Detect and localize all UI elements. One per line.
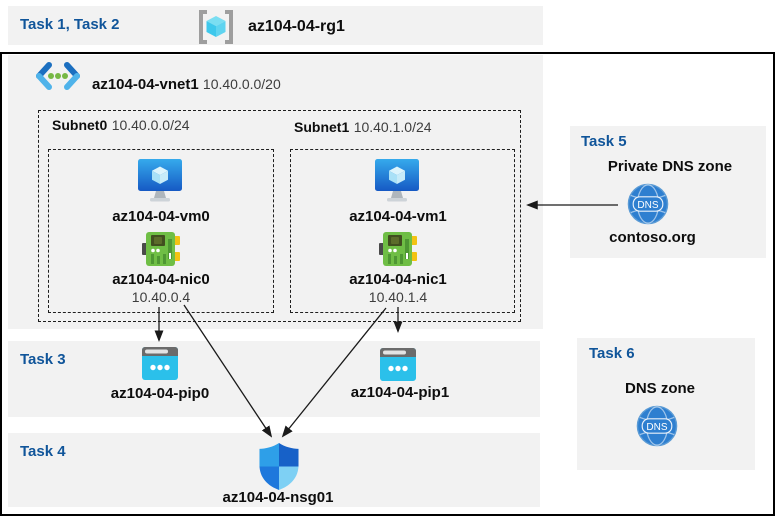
pip0-icon [142,347,178,380]
nic0-icon [142,232,180,266]
header-task-label: Task 1, Task 2 [20,16,120,33]
subnet1-box [290,149,515,313]
nsg-icon [259,443,299,490]
subnet1-cidr: 10.40.1.0/24 [353,119,432,135]
pip1-label: az104-04-pip1 [350,384,450,401]
vm1-label: az104-04-vm1 [349,208,447,225]
pip1-icon [380,348,416,381]
nic1-ip: 10.40.1.4 [368,289,428,305]
dns-zone-title: DNS zone [624,380,695,397]
task6-label: Task 6 [589,345,635,362]
svg-text:DNS: DNS [637,200,658,211]
nic0-ip: 10.40.0.4 [131,289,191,305]
diagram-frame [0,52,775,516]
task4-label: Task 4 [20,443,66,460]
private-dns-icon: DNS [627,183,669,225]
subnet0-name: Subnet0 [52,117,108,133]
task5-label: Task 5 [581,133,627,150]
pip0-label: az104-04-pip0 [110,385,210,402]
task3-label: Task 3 [20,351,66,368]
subnet0-cidr: 10.40.0.0/24 [111,117,190,133]
vnet-cidr: 10.40.0.0/20 [202,76,281,92]
subnet1-name: Subnet1 [294,119,350,135]
vm0-label: az104-04-vm0 [112,208,210,225]
header-band [8,6,543,45]
nic0-label: az104-04-nic0 [112,271,210,288]
task6-box [577,338,755,470]
nic1-icon [379,232,417,266]
subnet-group-box [38,110,521,322]
vnet-region [8,55,543,329]
subnet0-box [48,149,274,313]
private-dns-zone-name: contoso.org [609,229,696,246]
svg-text:DNS: DNS [646,422,667,433]
task3-band [8,341,540,417]
nsg-label: az104-04-nsg01 [222,489,334,506]
virtual-network-icon [36,62,80,90]
dns-zone-icon: DNS [636,405,678,447]
vm1-icon [375,159,419,202]
task5-box [570,126,766,258]
nic1-label: az104-04-nic1 [349,271,447,288]
resource-group-icon [199,10,233,44]
resource-group-name: az104-04-rg1 [248,18,345,35]
private-dns-zone-title: Private DNS zone [607,158,733,175]
vnet-name: az104-04-vnet1 [92,76,199,93]
vm0-icon [138,159,182,202]
